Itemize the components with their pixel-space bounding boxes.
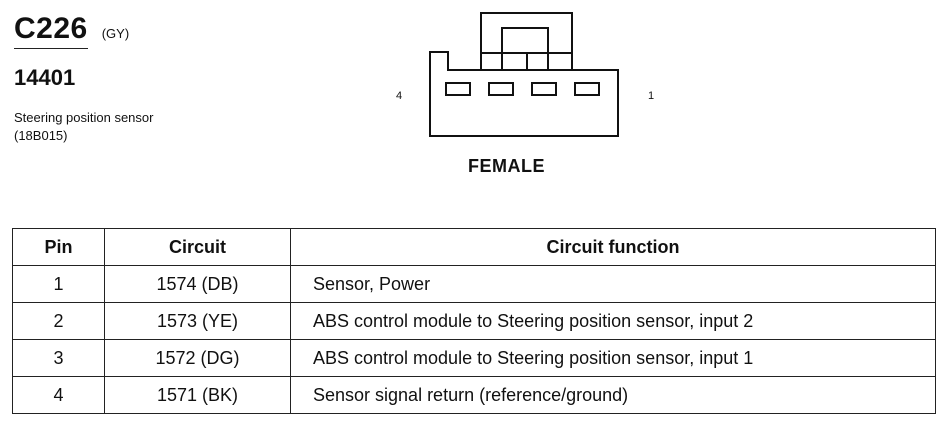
- table-header-row: Pin Circuit Circuit function: [12, 228, 936, 266]
- connector-gender-label: FEMALE: [468, 156, 545, 176]
- cell-function: ABS control module to Steering position …: [290, 302, 936, 340]
- cell-pin: 4: [12, 376, 105, 414]
- table-row: 3 1572 (DG) ABS control module to Steeri…: [12, 339, 936, 377]
- cell-pin: 1: [12, 265, 105, 303]
- header-circuit-function: Circuit function: [290, 228, 936, 266]
- cavity-1: [574, 82, 600, 96]
- cell-pin: 3: [12, 339, 105, 377]
- cell-circuit: 1574 (DB): [104, 265, 291, 303]
- connector-face-drawing: [429, 12, 619, 137]
- table-row: 1 1574 (DB) Sensor, Power: [12, 265, 936, 303]
- connector-housing-outline: [429, 51, 619, 137]
- cell-circuit: 1571 (BK): [104, 376, 291, 414]
- cell-circuit: 1572 (DG): [104, 339, 291, 377]
- connector-id: C226: [14, 14, 88, 49]
- cavity-3: [488, 82, 514, 96]
- cavity-4: [445, 82, 471, 96]
- cell-function: Sensor signal return (reference/ground): [290, 376, 936, 414]
- cell-circuit: 1573 (YE): [104, 302, 291, 340]
- table-row: 2 1573 (YE) ABS control module to Steeri…: [12, 302, 936, 340]
- connector-face-diagram: 4 1: [390, 8, 670, 188]
- cavity-2: [531, 82, 557, 96]
- cell-function: Sensor, Power: [290, 265, 936, 303]
- connector-id-row: C226 (GY): [14, 14, 274, 49]
- connector-latch-inner: [501, 27, 549, 71]
- pin-label-right: 1: [648, 90, 655, 102]
- cell-function: ABS control module to Steering position …: [290, 339, 936, 377]
- cell-pin: 2: [12, 302, 105, 340]
- pin-label-left: 4: [396, 90, 403, 102]
- connector-header: C226 (GY) 14401 Steering position sensor…: [14, 14, 274, 145]
- table-row: 4 1571 (BK) Sensor signal return (refere…: [12, 376, 936, 414]
- header-circuit: Circuit: [104, 228, 291, 266]
- connector-description: Steering position sensor (18B015): [14, 110, 154, 143]
- connector-color: (GY): [101, 26, 130, 41]
- part-number: 14401: [14, 65, 76, 90]
- header-pin: Pin: [12, 228, 105, 266]
- pinout-table: Pin Circuit Circuit function 1 1574 (DB)…: [12, 228, 936, 414]
